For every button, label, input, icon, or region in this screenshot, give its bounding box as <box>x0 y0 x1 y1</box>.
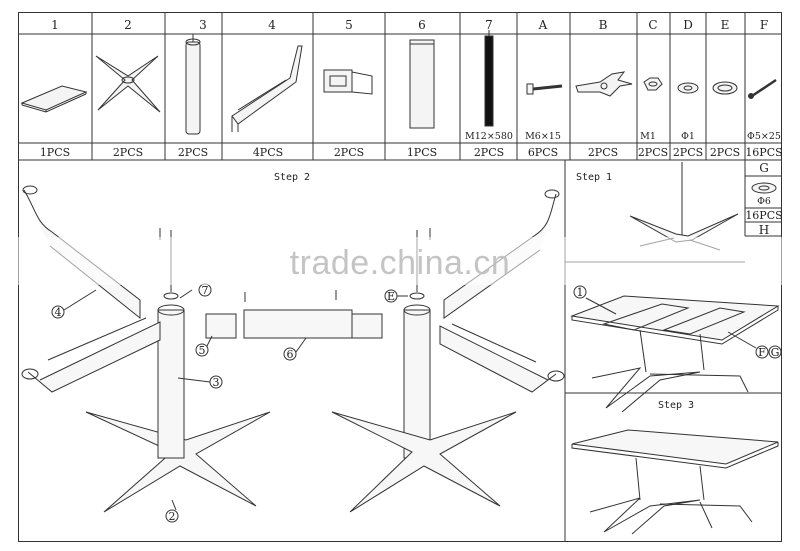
watermark-band <box>0 237 800 285</box>
ring-washer-icon <box>712 81 738 95</box>
step-2-title: Step 2 <box>274 172 310 183</box>
beam-bar-icon <box>409 39 435 129</box>
connector-bracket-icon <box>323 69 373 95</box>
washer-icon <box>677 82 699 94</box>
callout-3: 3 <box>213 376 220 389</box>
step-2-drawing <box>21 185 565 513</box>
part-qty-4: 4PCS <box>253 146 283 159</box>
support-arm-icon <box>231 45 303 132</box>
part-qty-7: 2PCS <box>474 146 504 159</box>
callout-g: G <box>771 346 780 359</box>
callout-4: 4 <box>55 306 62 319</box>
watermark-text: trade.china.cn <box>289 244 511 282</box>
part-qty-5: 2PCS <box>334 146 364 159</box>
part-label-c: C <box>648 18 657 32</box>
washer-g-icon <box>751 182 777 194</box>
part-label-7: 7 <box>485 18 493 32</box>
part-qty-2: 2PCS <box>113 146 143 159</box>
part-qty-1: 1PCS <box>40 146 70 159</box>
part-qty-c: 2PCS <box>638 146 668 159</box>
part-label-2: 2 <box>124 18 132 32</box>
part-label-3: 3 <box>199 18 207 32</box>
part-label-b: B <box>599 18 608 32</box>
callout-6: 6 <box>287 348 294 361</box>
step-3-drawing <box>571 429 779 535</box>
part-qty-3: 2PCS <box>178 146 208 159</box>
callout-5: 5 <box>199 344 206 357</box>
nut-icon <box>643 77 663 91</box>
part-qty-a: 6PCS <box>528 146 558 159</box>
part-spec-f: Φ5×25 <box>747 131 781 142</box>
threaded-rod-icon <box>484 30 494 127</box>
part-spec-g: Φ6 <box>757 196 771 207</box>
part-label-d: D <box>683 18 693 32</box>
part-label-1: 1 <box>51 18 59 32</box>
part-spec-c: M1 <box>640 131 656 142</box>
wrench-icon <box>575 71 633 97</box>
part-label-6: 6 <box>418 18 426 32</box>
callout-e: E <box>387 290 395 303</box>
callout-2: 2 <box>169 510 176 523</box>
column-tube-icon <box>185 34 201 135</box>
part-qty-6: 1PCS <box>407 146 437 159</box>
step-1-table-drawing <box>570 295 780 413</box>
bolt-icon <box>526 83 563 95</box>
part-qty-f: 16PCS <box>745 146 782 159</box>
step-1-title: Step 1 <box>576 172 612 183</box>
part-spec-7: M12×580 <box>465 131 513 142</box>
part-label-a: A <box>538 18 548 32</box>
callout-1: 1 <box>577 286 584 299</box>
part-qty-b: 2PCS <box>588 146 618 159</box>
part-spec-d: Φ1 <box>681 131 695 142</box>
part-label-5: 5 <box>345 18 353 32</box>
part-label-e: E <box>721 18 730 32</box>
screw-icon <box>748 78 777 99</box>
part-spec-a: M6×15 <box>525 131 561 142</box>
part-label-4: 4 <box>268 18 276 32</box>
part-label-f: F <box>760 18 768 32</box>
part-label-h: H <box>759 223 769 237</box>
part-label-g: G <box>759 161 769 175</box>
callout-7: 7 <box>202 284 209 297</box>
step-3-title: Step 3 <box>658 400 694 411</box>
part-qty-d: 2PCS <box>673 146 703 159</box>
callout-f: F <box>758 346 766 359</box>
glass-top-panel-icon <box>20 85 88 113</box>
part-qty-g: 16PCS <box>745 209 782 222</box>
part-qty-e: 2PCS <box>710 146 740 159</box>
cross-base-icon <box>95 55 161 113</box>
